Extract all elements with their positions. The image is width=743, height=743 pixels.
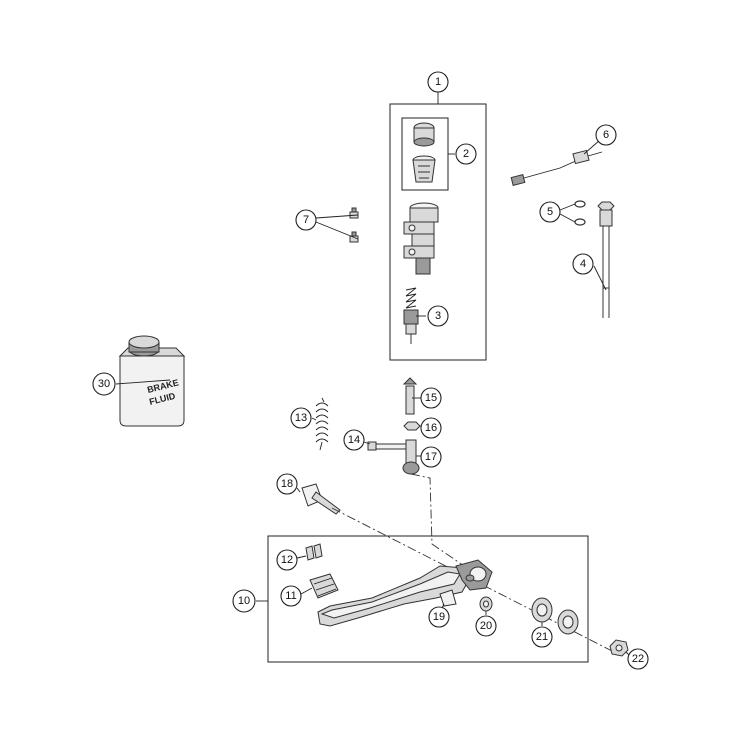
reservoir-cap (413, 122, 435, 147)
callout-20: 20 (475, 615, 497, 637)
callout-16: 16 (420, 417, 442, 439)
leader-lines (115, 139, 631, 657)
svg-text:1: 1 (435, 76, 441, 88)
o-rings (574, 200, 586, 226)
callout-6: 6 (595, 124, 617, 146)
brake-light-switch (510, 149, 603, 186)
foot-brake-lever-assembly (256, 535, 589, 663)
return-spring (315, 397, 329, 451)
lock-nut (609, 639, 629, 657)
master-cylinder-body (403, 202, 439, 275)
svg-text:15: 15 (425, 392, 437, 404)
washer (479, 596, 493, 612)
svg-text:5: 5 (547, 206, 553, 218)
callout-11: 11 (280, 585, 302, 607)
clevis (402, 439, 420, 475)
step-plate (309, 573, 339, 599)
svg-text:6: 6 (603, 129, 609, 141)
svg-text:10: 10 (238, 595, 250, 607)
callout-15: 15 (420, 387, 442, 409)
reservoir-filter (412, 155, 436, 183)
svg-text:12: 12 (281, 554, 293, 566)
brake-fluid-can: BRAKE FLUID (118, 335, 186, 427)
callout-14: 14 (343, 429, 365, 451)
svg-text:20: 20 (480, 620, 492, 632)
brake-lever (317, 559, 493, 627)
svg-text:19: 19 (433, 611, 445, 623)
svg-text:30: 30 (98, 378, 110, 390)
master-cylinder-assembly (389, 92, 487, 361)
callout-10: 10 (232, 589, 256, 613)
svg-text:21: 21 (536, 631, 548, 643)
svg-text:4: 4 (580, 258, 586, 270)
svg-text:3: 3 (435, 310, 441, 322)
callout-3: 3 (427, 305, 449, 327)
assembly-box-10 (267, 535, 589, 663)
callout-21: 21 (531, 626, 553, 648)
bearings (531, 597, 579, 635)
callout-22: 22 (627, 648, 649, 670)
callout-5: 5 (539, 201, 561, 223)
svg-text:14: 14 (348, 434, 360, 446)
svg-text:7: 7 (303, 214, 309, 226)
svg-text:17: 17 (425, 451, 437, 463)
svg-text:18: 18 (281, 478, 293, 490)
adjuster-nut (403, 421, 421, 431)
callout-4: 4 (572, 253, 594, 275)
callout-19: 19 (428, 606, 450, 628)
adjuster-bolt (402, 377, 418, 415)
svg-text:11: 11 (285, 590, 296, 602)
svg-text:22: 22 (632, 653, 644, 665)
callout-7: 7 (295, 209, 317, 231)
svg-text:16: 16 (425, 422, 437, 434)
lever-pin (439, 589, 457, 607)
piston-kit (403, 287, 419, 344)
clevis-bolt (367, 441, 407, 451)
callout-30: 30 (92, 372, 116, 396)
callout-2: 2 (455, 143, 477, 165)
callout-18: 18 (276, 473, 298, 495)
callout-1: 1 (427, 71, 449, 93)
clevis-axis (410, 473, 471, 571)
callout-12: 12 (276, 549, 298, 571)
callout-13: 13 (290, 407, 312, 429)
bushings (305, 543, 323, 561)
svg-text:13: 13 (295, 412, 307, 424)
callout-17: 17 (420, 446, 442, 468)
pivot-bolt (301, 483, 341, 515)
brake-line (597, 201, 615, 318)
svg-text:2: 2 (463, 148, 469, 160)
